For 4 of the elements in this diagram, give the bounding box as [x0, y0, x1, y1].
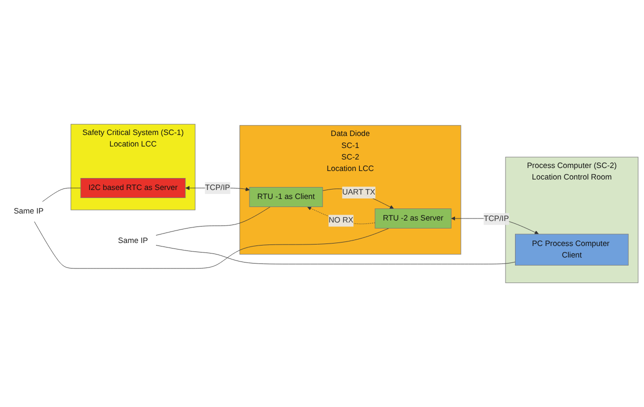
- connector: [34, 221, 390, 269]
- connector: [156, 244, 516, 264]
- connector: [156, 206, 271, 236]
- connector: [42, 188, 81, 202]
